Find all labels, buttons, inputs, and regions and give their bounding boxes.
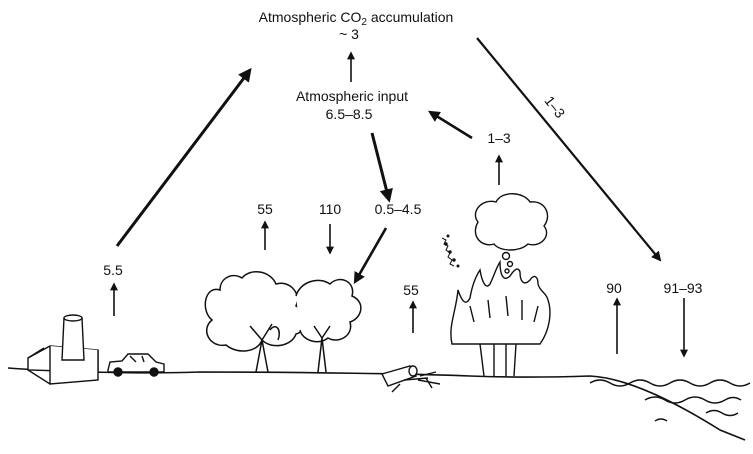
arrow-input-to-land	[370, 132, 393, 203]
label-soil-release: 55	[403, 282, 419, 298]
ground-line	[7, 367, 746, 441]
ocean-waves-icon	[589, 379, 751, 422]
arrow-land-sink	[353, 227, 388, 285]
label-ocean-transfer: 1–3	[541, 93, 568, 121]
smoke-cloud-icon	[474, 193, 549, 274]
car-icon	[107, 353, 165, 377]
label-land-sink: 0.5–4.5	[374, 201, 422, 217]
label-biomass-burning: 1–3	[487, 130, 511, 146]
arrow-atmosphere-to-ocean	[476, 37, 662, 262]
ash-particles-icon	[441, 234, 460, 268]
burning-shrub-icon	[450, 259, 551, 377]
fallen-log-icon	[380, 365, 441, 393]
title-accumulation-value: ~ 3	[339, 26, 359, 42]
smokestack-icon	[61, 314, 85, 361]
arrow-fossil-to-atmosphere	[115, 67, 252, 247]
title-suffix: accumulation	[366, 9, 454, 25]
title-prefix: Atmospheric CO	[258, 9, 362, 25]
title-accumulation: Atmospheric CO2 accumulation	[258, 9, 454, 28]
label-vegetation-release: 55	[257, 201, 273, 217]
label-ocean-release: 90	[606, 280, 622, 296]
atmospheric-input-label: Atmospheric input	[295, 88, 409, 104]
arrow-burning-to-input	[428, 110, 473, 140]
label-fossil-fuel: 5.5	[103, 262, 123, 278]
label-vegetation-uptake: 110	[318, 201, 342, 217]
label-ocean-uptake: 91–93	[663, 280, 703, 296]
flux-arrows	[110, 37, 688, 358]
deciduous-tree-icon	[204, 271, 362, 373]
atmospheric-input-value: 6.5–8.5	[325, 106, 373, 122]
title-subscript: 2	[361, 17, 367, 28]
